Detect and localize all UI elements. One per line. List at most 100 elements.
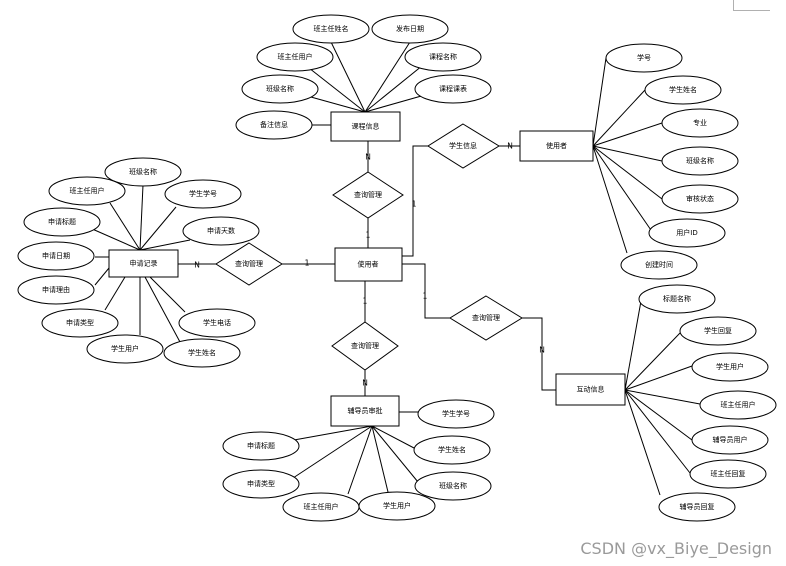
attr-ellipse: 学生电话 <box>178 308 256 338</box>
student-attributes: 学号 学生姓名 专业 班级名称 审核状态 用户ID 创建时间 <box>605 43 739 280</box>
attr-ellipse: 学生用户 <box>358 491 436 521</box>
attr-label: 学生姓名 <box>669 85 697 94</box>
relation-top: 查询管理 <box>332 171 404 219</box>
relation-right-bottom: 查询管理 <box>449 295 523 341</box>
attr-ellipse: 班级名称 <box>661 146 739 176</box>
attr-ellipse: 班主任用户 <box>699 390 777 420</box>
application-attributes: 班级名称 班主任用户 学生学号 申请标题 申请天数 申请日期 申请理由 申请类型… <box>17 157 260 368</box>
attr-ellipse: 班级名称 <box>241 74 319 104</box>
card-left-n: N <box>194 261 200 270</box>
card-bottom-one: 1 <box>363 297 368 306</box>
attr-label: 班级名称 <box>439 481 467 490</box>
attr-ellipse: 学生姓名 <box>413 435 491 465</box>
attr-ellipse: 发布日期 <box>371 14 449 44</box>
attr-ellipse: 申请理由 <box>17 275 95 305</box>
attr-ellipse: 创建时间 <box>620 250 698 280</box>
attr-ellipse: 申请天数 <box>182 216 260 246</box>
attr-ellipse: 辅导员回复 <box>658 492 736 522</box>
attr-label: 申请理由 <box>42 285 70 294</box>
interaction-attributes: 标题名称 学生回复 学生用户 班主任用户 辅导员用户 班主任回复 辅导员回复 <box>638 284 777 522</box>
attr-label: 专业 <box>693 118 707 127</box>
attr-ellipse: 标题名称 <box>638 284 716 314</box>
attr-label: 审核状态 <box>686 194 714 203</box>
attr-label: 学生用户 <box>716 362 744 371</box>
relation-bottom-label: 查询管理 <box>351 341 379 350</box>
attr-ellipse: 学生用户 <box>691 352 769 382</box>
interaction-attr-edges <box>624 300 701 496</box>
entity-application-label: 申请记录 <box>130 259 158 268</box>
cardinality-labels: 1 N 1 N 1 N 1 N 1 N <box>194 142 545 388</box>
attr-ellipse: 班主任用户 <box>256 42 334 72</box>
attr-label: 学生姓名 <box>438 445 466 454</box>
entity-course-label: 课程信息 <box>352 122 380 131</box>
attr-label: 课程课表 <box>439 84 467 93</box>
attr-ellipse: 学号 <box>605 43 683 73</box>
attr-label: 申请天数 <box>207 226 235 235</box>
attr-ellipse: 学生姓名 <box>163 338 241 368</box>
page-corner-mark <box>733 0 770 11</box>
attr-ellipse: 辅导员用户 <box>691 425 769 455</box>
application-attr-edges <box>89 184 191 343</box>
attr-ellipse: 学生姓名 <box>644 75 722 105</box>
attr-label: 申请类型 <box>66 318 94 327</box>
attr-label: 辅导员回复 <box>680 502 715 511</box>
entity-student: 使用者 <box>519 130 594 162</box>
attr-label: 学生电话 <box>203 318 231 327</box>
entity-interaction-label: 互动信息 <box>577 385 605 394</box>
relation-left: 查询管理 <box>215 242 283 286</box>
attr-label: 班主任用户 <box>70 186 105 195</box>
attr-ellipse: 申请标题 <box>23 207 101 237</box>
attr-label: 辅导员用户 <box>713 435 748 444</box>
attr-ellipse: 班级名称 <box>104 157 182 187</box>
relation-top-label: 查询管理 <box>354 190 382 199</box>
attr-label: 创建时间 <box>645 260 673 269</box>
attr-label: 班主任用户 <box>278 52 313 61</box>
attr-label: 发布日期 <box>396 24 424 33</box>
student-attr-edges <box>592 57 663 254</box>
entity-user: 使用者 <box>334 247 403 282</box>
entity-student-label: 使用者 <box>546 141 567 150</box>
relation-bottom: 查询管理 <box>331 321 399 371</box>
entity-review: 辅导员审批 <box>330 395 400 427</box>
attr-label: 学生学号 <box>442 409 470 418</box>
attr-ellipse: 课程名称 <box>404 42 482 72</box>
course-attributes: 班主任姓名 发布日期 班主任用户 课程名称 班级名称 课程课表 备注信息 <box>235 14 492 140</box>
attr-ellipse: 申请类型 <box>222 469 300 499</box>
attr-label: 用户ID <box>676 228 697 237</box>
attr-ellipse: 申请标题 <box>222 431 300 461</box>
relation-right-bottom-label: 查询管理 <box>472 313 500 322</box>
watermark: CSDN @vx_Biye_Design <box>580 539 772 558</box>
attr-label: 学生用户 <box>383 501 411 510</box>
attr-ellipse: 班主任回复 <box>689 459 767 489</box>
card-right-bottom-n: N <box>539 346 545 355</box>
review-attributes: 学生学号 申请标题 学生姓名 申请类型 班级名称 班主任用户 学生用户 <box>222 399 495 522</box>
entity-interaction: 互动信息 <box>555 373 626 406</box>
attr-label: 班级名称 <box>686 156 714 165</box>
card-right-top-one: 1 <box>412 200 417 209</box>
attr-label: 班主任用户 <box>721 400 756 409</box>
attr-ellipse: 班主任用户 <box>282 492 360 522</box>
attr-ellipse: 学生回复 <box>679 316 757 346</box>
card-top-one: 1 <box>366 231 371 240</box>
course-attr-edges <box>281 41 447 126</box>
relationship-edges <box>178 141 556 396</box>
card-left-one: 1 <box>305 259 310 268</box>
relation-right-top-label: 学生信息 <box>449 141 477 150</box>
attr-label: 班主任用户 <box>304 502 339 511</box>
review-attr-edges <box>289 411 420 495</box>
card-bottom-n: N <box>362 379 368 388</box>
attr-label: 学号 <box>637 53 651 62</box>
attr-ellipse: 审核状态 <box>661 184 739 214</box>
attr-ellipse: 班级名称 <box>414 471 492 501</box>
attr-ellipse: 申请日期 <box>17 241 95 271</box>
attr-label: 学生姓名 <box>188 348 216 357</box>
relation-left-label: 查询管理 <box>235 259 263 268</box>
attr-ellipse: 申请类型 <box>41 308 119 338</box>
attr-label: 申请标题 <box>247 441 275 450</box>
attr-ellipse: 班主任姓名 <box>292 14 370 44</box>
attr-label: 学生学号 <box>189 189 217 198</box>
attr-label: 班主任姓名 <box>314 24 349 33</box>
attr-label: 申请日期 <box>42 251 70 260</box>
attr-ellipse: 班主任用户 <box>48 176 126 206</box>
